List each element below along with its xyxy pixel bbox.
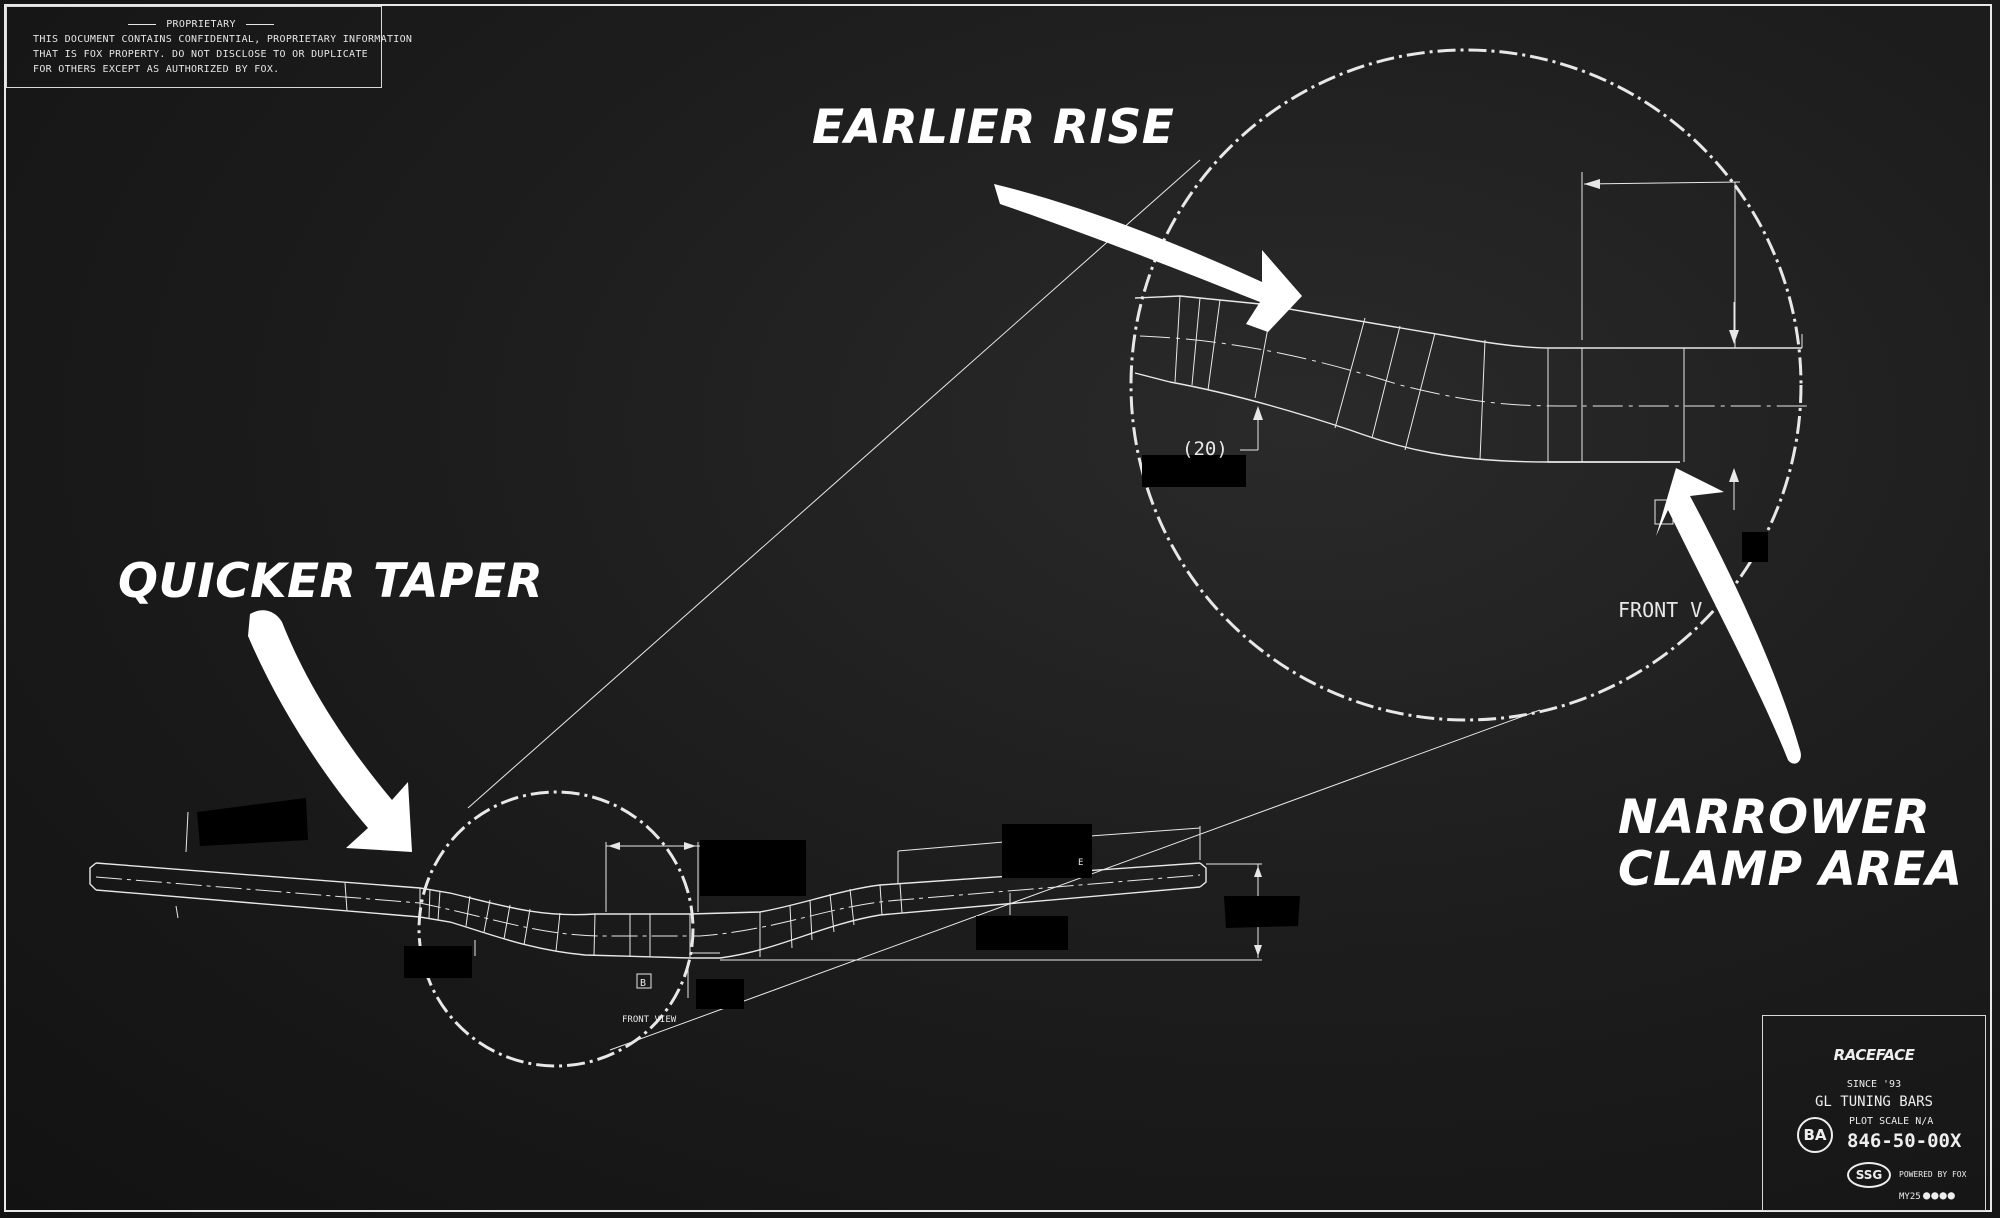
callout-earlier-rise: EARLIER RISE (812, 100, 1175, 155)
earlier-rise-arrow (994, 184, 1302, 332)
plot-scale: PLOT SCALE N/A (1849, 1116, 1934, 1127)
ba-badge: BA (1797, 1117, 1833, 1153)
redaction-block (404, 946, 472, 978)
redactions (197, 455, 1768, 1009)
raceface-logo: RACEFACE (1833, 1046, 1915, 1064)
redaction-block (1142, 455, 1246, 487)
redaction-block (696, 979, 744, 1009)
ssg-badge: SSG (1847, 1162, 1891, 1188)
quicker-taper-arrow (248, 610, 412, 852)
drawing-frame (4, 4, 1992, 1212)
redaction-block (976, 916, 1068, 950)
bar-section-lines (344, 882, 903, 958)
label-e: E (1078, 858, 1083, 868)
callout-narrower-clamp-line2: CLAMP AREA (1618, 842, 1963, 897)
zoom-bar-centerline (1139, 335, 1810, 407)
powered-by: POWERED BY FOX (1899, 1170, 1967, 1179)
dim-arrowhead (1254, 945, 1262, 956)
rating-dots: ●●●● (1923, 1188, 1956, 1202)
proprietary-line: THIS DOCUMENT CONTAINS CONFIDENTIAL, PRO… (33, 34, 413, 45)
zoom-projection-line-upper (467, 159, 1201, 809)
model-year: MY25 (1899, 1192, 1921, 1202)
proprietary-title: PROPRIETARY (33, 17, 369, 32)
dim-arrowhead (1253, 406, 1263, 420)
title-block: RACEFACE SINCE '93 GL TUNING BARS BA PLO… (1762, 1015, 1986, 1211)
redaction-block (197, 798, 308, 846)
bar-left-end (89, 862, 97, 891)
part-number: 846-50-00X (1847, 1130, 1962, 1152)
redaction-block (1742, 532, 1768, 562)
dimension-20-label: (20) (1182, 438, 1228, 460)
bar-right-end (1199, 862, 1207, 888)
redaction-block (1224, 896, 1300, 928)
product-name: GL TUNING BARS (1814, 1094, 1933, 1110)
front-view-main-label: FRONT VIEW (622, 1015, 677, 1025)
bar-centerline (95, 874, 1201, 937)
bar-dimensions (175, 811, 1262, 998)
dim-arrowhead (1254, 866, 1262, 877)
zoom-section-lines (1174, 295, 1803, 462)
handlebar-front-view (89, 811, 1262, 998)
dim-arrowhead (608, 842, 620, 850)
detail-circle-large (1129, 48, 1803, 722)
dim-arrowhead (1729, 330, 1739, 344)
callout-narrower-clamp-line1: NARROWER (1618, 790, 1931, 845)
zoom-bar-bottom-edge (1134, 372, 1680, 463)
proprietary-line: THAT IS FOX PROPERTY. DO NOT DISCLOSE TO… (33, 49, 368, 60)
zoom-detail (1129, 48, 1810, 722)
datum-b-box (636, 973, 652, 989)
detail-circle-small (417, 790, 695, 1068)
redaction-block (1002, 824, 1092, 878)
dim-arrowhead (684, 842, 696, 850)
proprietary-line: FOR OTHERS EXCEPT AS AUTHORIZED BY FOX. (33, 64, 280, 75)
datum-b-label: B (640, 978, 646, 989)
dim-arrowhead (1584, 179, 1600, 189)
narrower-clamp-arrow (1656, 468, 1801, 764)
since-label: SINCE '93 (1846, 1079, 1902, 1090)
dim-arrowhead (1729, 468, 1739, 482)
zoom-projection-line-lower (609, 709, 1541, 1051)
zoom-dimensions (1240, 172, 1741, 510)
front-view-zoom-label: FRONT V (1618, 598, 1702, 622)
proprietary-notice: PROPRIETARY THIS DOCUMENT CONTAINS CONFI… (6, 6, 413, 88)
callout-quicker-taper: QUICKER TAPER (118, 554, 544, 609)
zoom-bar-top-edge (1134, 295, 1802, 349)
redaction-block (700, 840, 806, 896)
